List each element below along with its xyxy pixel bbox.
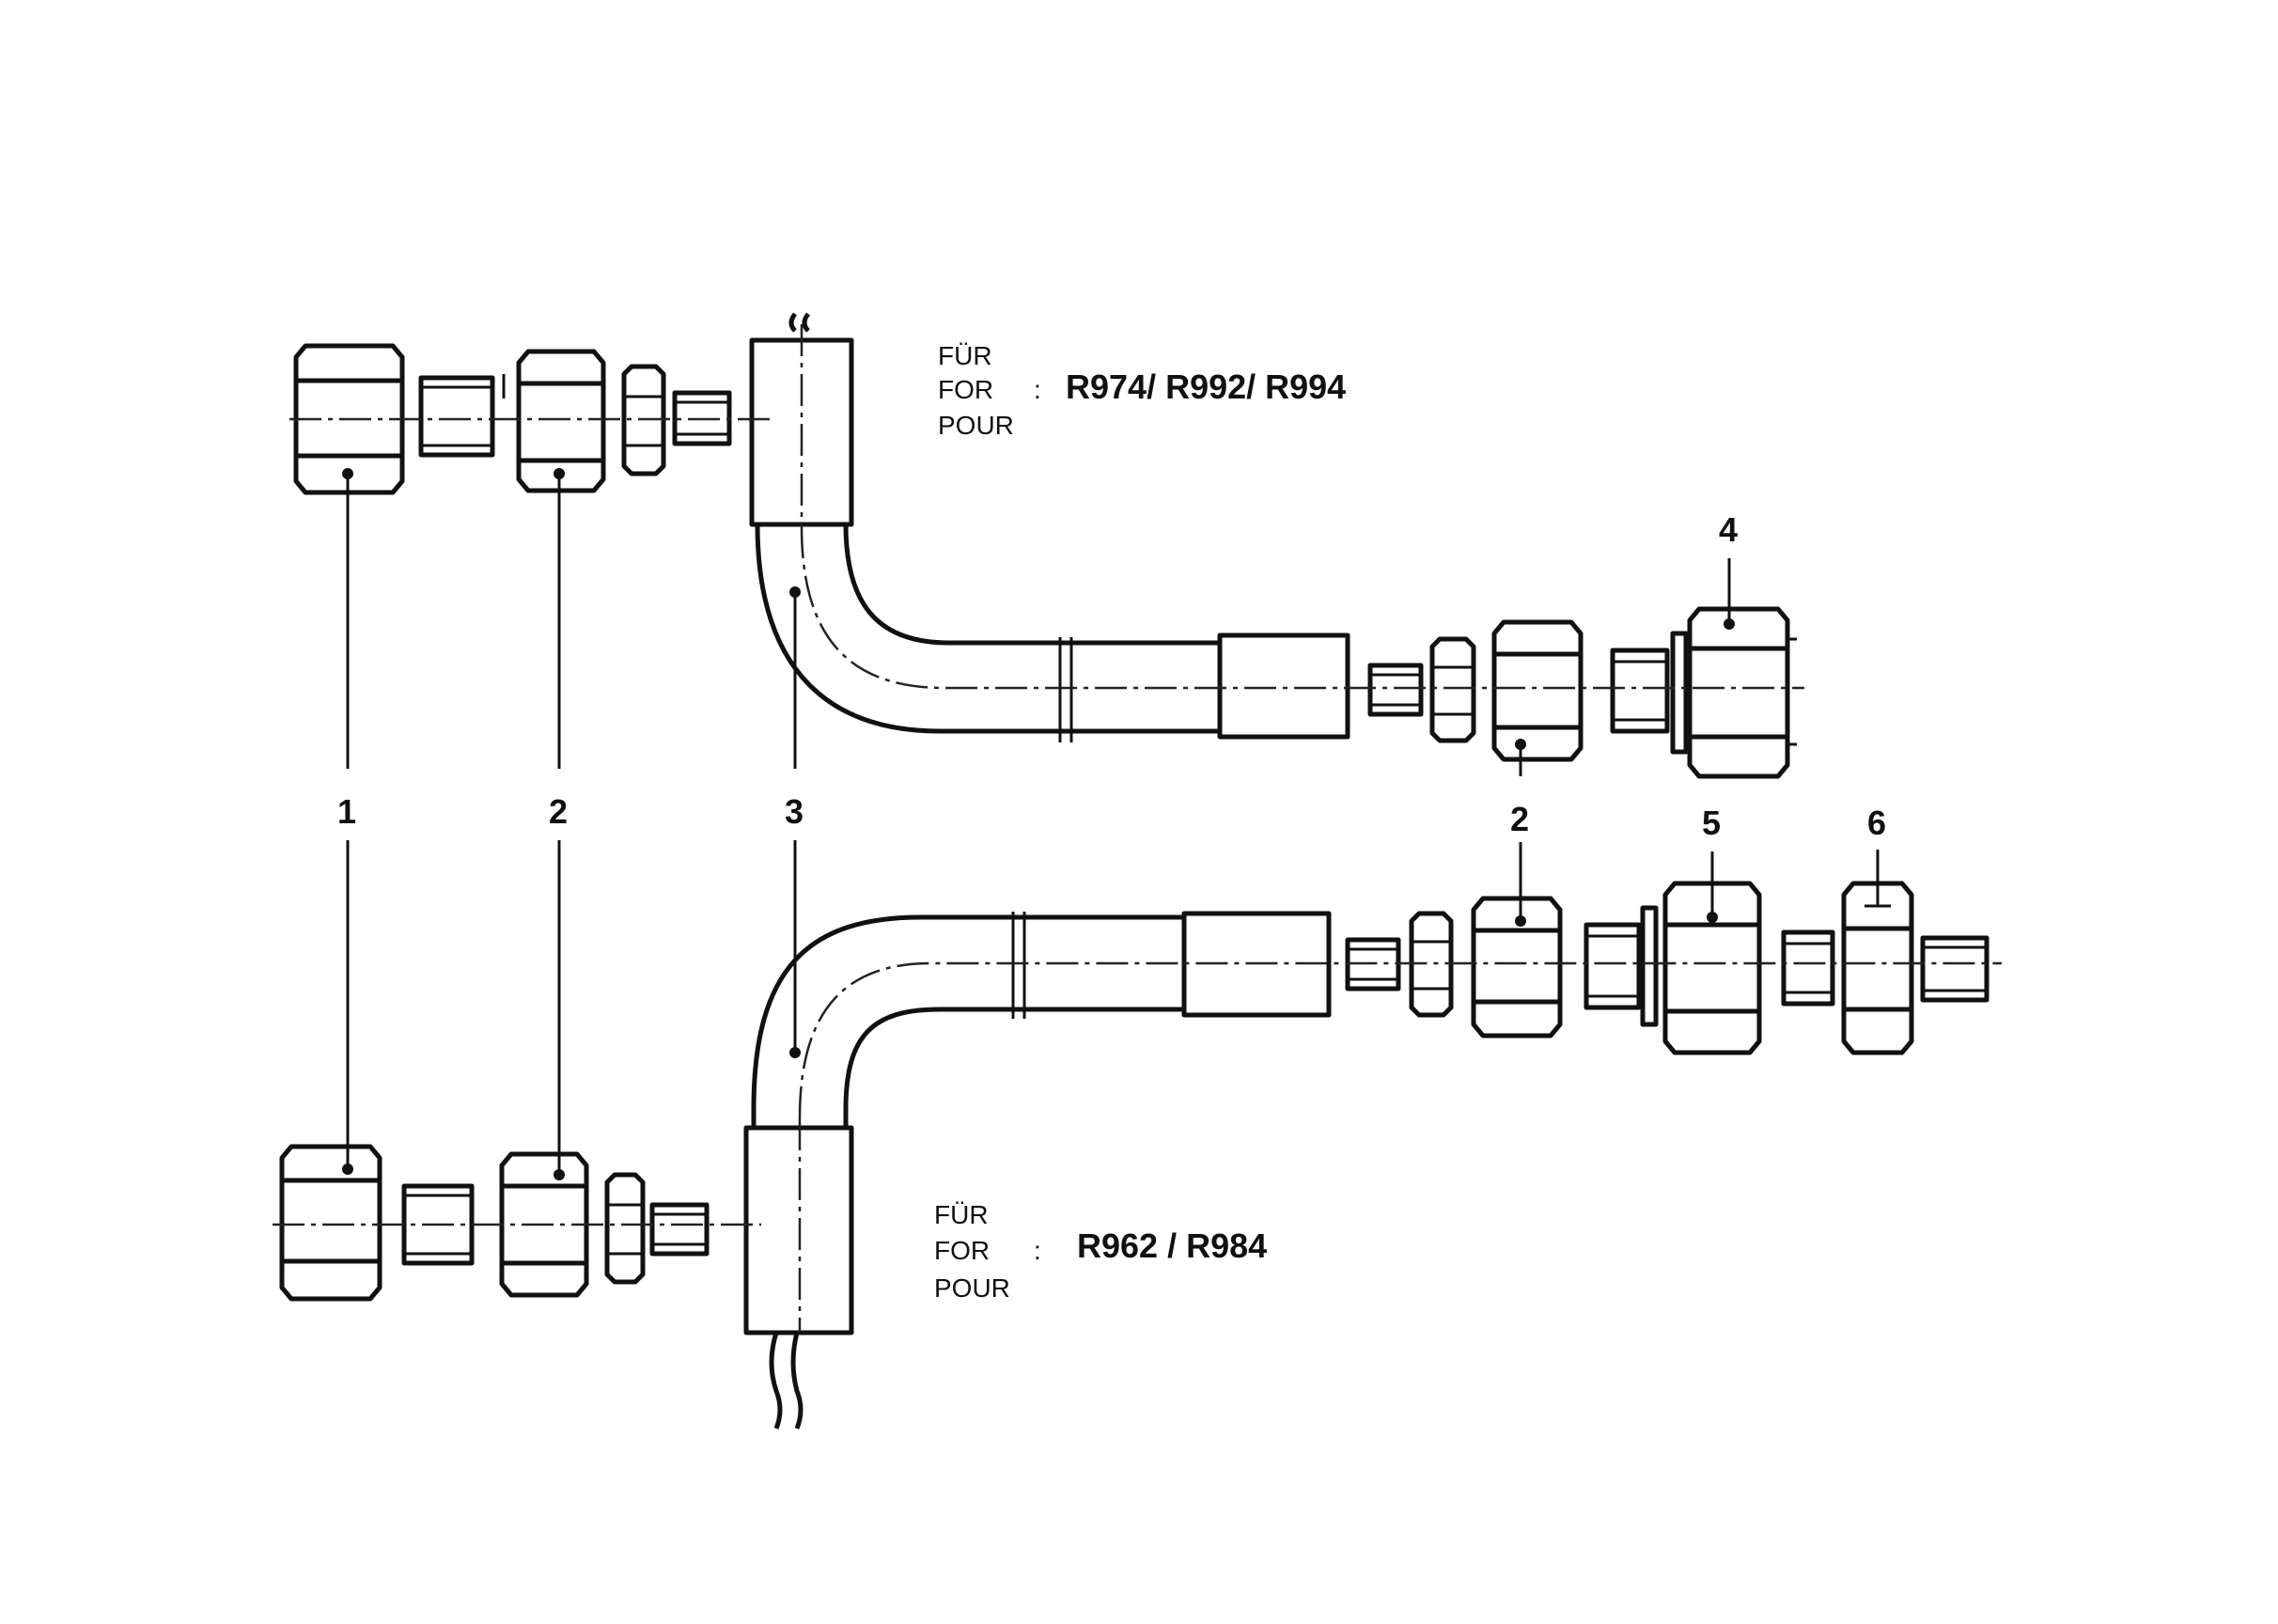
top-part-4-nut bbox=[1610, 606, 1797, 779]
callout-labels: 1 2 3 4 2 5 6 bbox=[337, 510, 1886, 842]
callout-5: 5 bbox=[1702, 804, 1721, 842]
bottom-caption: FÜR FOR POUR : R962 / R984 bbox=[934, 1200, 1267, 1303]
bottom-part-6-union bbox=[1781, 881, 1989, 1055]
callout-2-right: 2 bbox=[1510, 800, 1529, 838]
top-caption-line-for: FOR bbox=[938, 375, 993, 404]
callout-4: 4 bbox=[1719, 510, 1738, 549]
top-right-part-2-fitting bbox=[1367, 619, 1584, 762]
bottom-caption-colon: : bbox=[1034, 1236, 1041, 1265]
callout-3: 3 bbox=[785, 792, 804, 831]
top-part-2-fitting bbox=[516, 349, 732, 493]
top-caption-models: R974/ R992/ R994 bbox=[1066, 367, 1346, 406]
bottom-caption-line-for: FOR bbox=[934, 1236, 990, 1265]
bottom-caption-models: R962 / R984 bbox=[1077, 1226, 1267, 1265]
bottom-assembly bbox=[273, 881, 2002, 1429]
top-caption-line-fur: FÜR bbox=[938, 341, 992, 370]
leader-lines bbox=[342, 468, 1891, 1180]
bottom-part-1-nut bbox=[279, 1144, 475, 1302]
bottom-right-part-2-fitting bbox=[1345, 896, 1563, 1038]
bottom-part-5-nut bbox=[1584, 881, 1762, 1055]
bottom-caption-line-pour: POUR bbox=[934, 1273, 1010, 1303]
top-caption: FÜR FOR POUR : R974/ R992/ R994 bbox=[938, 341, 1346, 440]
top-caption-line-pour: POUR bbox=[938, 411, 1014, 440]
callout-2-left: 2 bbox=[549, 792, 568, 831]
bottom-caption-line-fur: FÜR bbox=[934, 1200, 989, 1229]
callout-6: 6 bbox=[1867, 804, 1886, 842]
top-caption-colon: : bbox=[1034, 375, 1041, 404]
top-assembly bbox=[289, 312, 1804, 779]
callout-1: 1 bbox=[337, 792, 356, 831]
bottom-part-3-hose bbox=[743, 911, 1332, 1429]
